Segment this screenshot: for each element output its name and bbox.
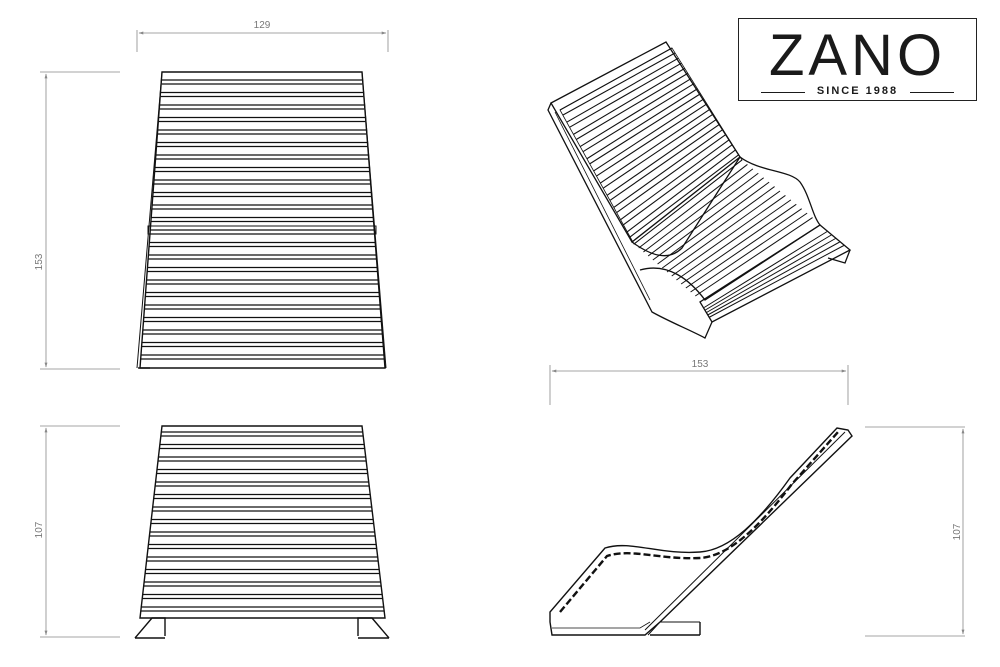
slat-edge — [633, 159, 743, 245]
slat-edge — [589, 93, 701, 165]
slat-edge — [573, 67, 686, 135]
zano-logo: ZANO SINCE 1988 — [738, 18, 977, 101]
front-view — [136, 71, 387, 369]
slat-edge — [582, 83, 695, 153]
slat-edge — [695, 217, 813, 297]
slat-edge — [593, 98, 705, 172]
slat-edge — [657, 181, 770, 265]
slat-edge — [707, 241, 840, 316]
back-view — [134, 425, 390, 639]
slat-edge — [676, 199, 792, 281]
slat-edge — [706, 238, 836, 313]
dimension-front-height: 153 — [34, 71, 120, 370]
slat-edge — [600, 108, 711, 184]
slat-edge — [569, 62, 682, 128]
slat-edge — [708, 245, 845, 318]
slat-edge — [566, 57, 679, 123]
slat-edge — [586, 88, 698, 160]
logo-rule-left — [761, 92, 805, 93]
side-view — [549, 427, 853, 636]
slat-edge — [613, 129, 724, 208]
slat-edge — [671, 195, 786, 277]
dimension-label-front-height: 153 — [34, 253, 45, 270]
dimension-label-front-width: 129 — [254, 20, 271, 31]
slat-edge — [603, 113, 714, 189]
slat-edge — [638, 164, 748, 249]
slat-edge — [705, 234, 832, 311]
slat-edge — [620, 139, 730, 221]
slat-edge — [616, 134, 727, 213]
slat-edge — [562, 52, 676, 116]
dimension-label-side-height: 107 — [952, 523, 963, 540]
slat-edge — [609, 123, 720, 201]
slat-edge — [623, 144, 733, 226]
slat-edge — [596, 103, 708, 177]
slat-edge — [626, 149, 736, 233]
perspective-view — [547, 41, 852, 339]
slat-edge — [666, 190, 781, 273]
slat-edge — [652, 177, 765, 261]
dimension-label-side-length: 153 — [692, 359, 709, 370]
slat-edge — [647, 172, 759, 257]
slat-edge — [576, 72, 689, 140]
slat-edge — [661, 186, 775, 269]
logo-wordmark: ZANO — [768, 23, 947, 88]
slat-edge — [606, 118, 717, 196]
dimension-side-length: 153 — [549, 359, 849, 405]
slat-edge — [690, 212, 808, 293]
slat-edge — [559, 47, 673, 111]
logo-rule-right — [910, 92, 954, 93]
logo-tagline: SINCE 1988 — [816, 85, 899, 97]
slat-edge — [680, 203, 797, 285]
dimension-front-width: 129 — [136, 20, 389, 52]
slat-edge — [579, 78, 692, 148]
slat-edge — [643, 168, 754, 253]
slat-edge — [685, 208, 802, 289]
slat-edge — [703, 231, 828, 308]
slat-edge — [629, 154, 739, 238]
dimension-side-height: 107 — [865, 426, 965, 637]
dimension-back-height: 107 — [34, 425, 120, 638]
dimension-label-back-height: 107 — [34, 521, 45, 538]
